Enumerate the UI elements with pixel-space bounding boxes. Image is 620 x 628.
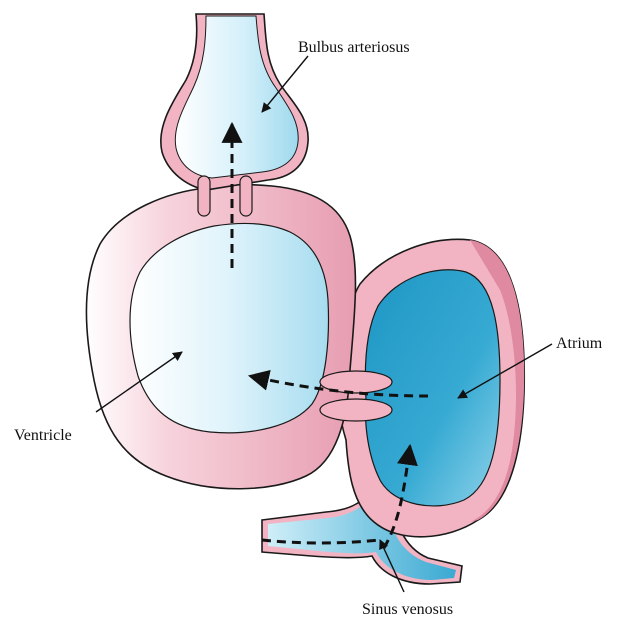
ventricle <box>86 185 355 489</box>
bulbus-arteriosus <box>161 14 308 190</box>
label-ventricle: Ventricle <box>14 427 72 444</box>
label-bulbus-arteriosus: Bulbus arteriosus <box>298 39 410 56</box>
label-sinus-venosus: Sinus venosus <box>362 601 453 618</box>
label-atrium: Atrium <box>556 335 603 352</box>
